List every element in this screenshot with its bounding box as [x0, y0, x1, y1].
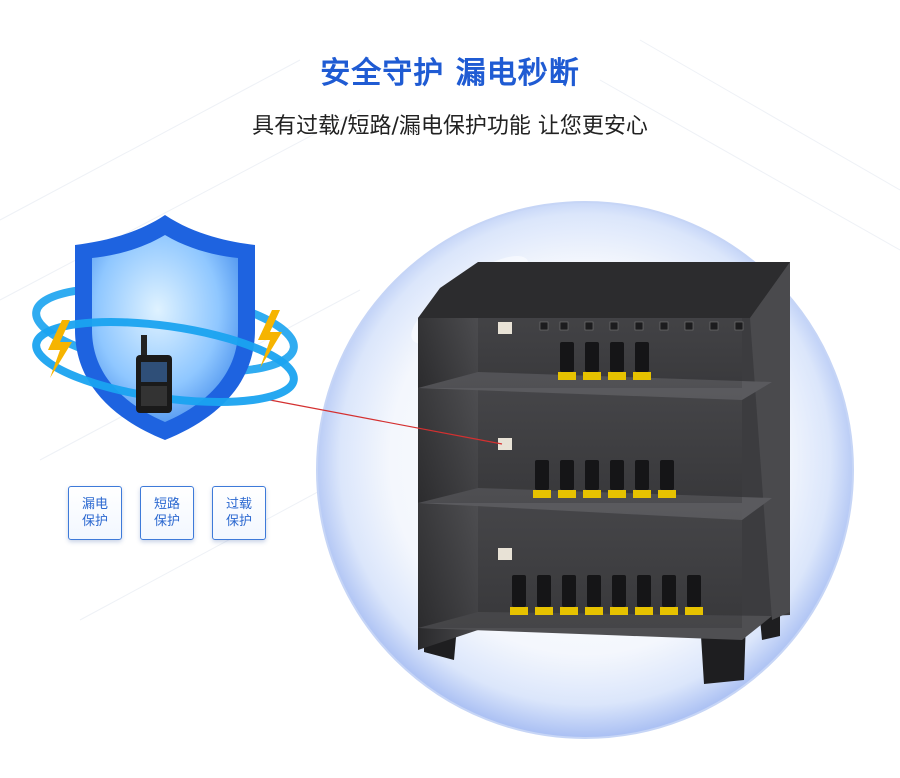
page-title: 安全守护 漏电秒断 [320, 56, 580, 91]
badge-label: 保护 [81, 514, 108, 529]
badge-label: 保护 [153, 514, 180, 529]
walkie-talkie-icon [136, 335, 172, 413]
charging-cabinet [418, 262, 790, 684]
badge-leakage-protection: 漏电 保护 [68, 486, 122, 540]
badge-label: 保护 [225, 514, 252, 529]
pointer-line [269, 399, 503, 445]
badge-label: 短路 [153, 497, 180, 512]
shield-icon [32, 215, 298, 440]
badge-label: 漏电 [81, 497, 108, 512]
lightning-icon [48, 310, 282, 378]
badge-short-circuit-protection: 短路 保护 [140, 486, 194, 540]
page-subtitle: 具有过载/短路/漏电保护功能 让您更安心 [252, 114, 648, 139]
badge-label: 过载 [225, 497, 252, 512]
badge-overload-protection: 过载 保护 [212, 486, 266, 540]
